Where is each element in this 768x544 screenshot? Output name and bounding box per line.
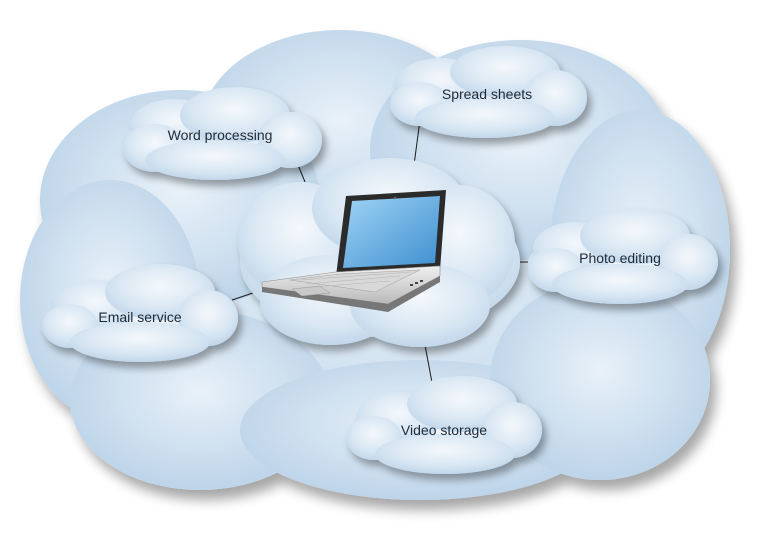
laptop-icon <box>261 190 446 312</box>
cloud-word-processing <box>123 87 322 180</box>
cloud-photo-editing <box>528 208 718 304</box>
cloud-spread-sheets <box>390 46 587 138</box>
cloud-email-service <box>42 264 238 362</box>
label-spread-sheets: Spread sheets <box>441 86 533 102</box>
label-email-service: Email service <box>98 309 182 325</box>
connector-spread-sheets <box>413 119 421 166</box>
cloud-video-storage <box>346 376 542 474</box>
label-word-processing: Word processing <box>167 127 273 143</box>
label-video-storage: Video storage <box>400 422 488 438</box>
label-photo-editing: Photo editing <box>579 250 661 266</box>
